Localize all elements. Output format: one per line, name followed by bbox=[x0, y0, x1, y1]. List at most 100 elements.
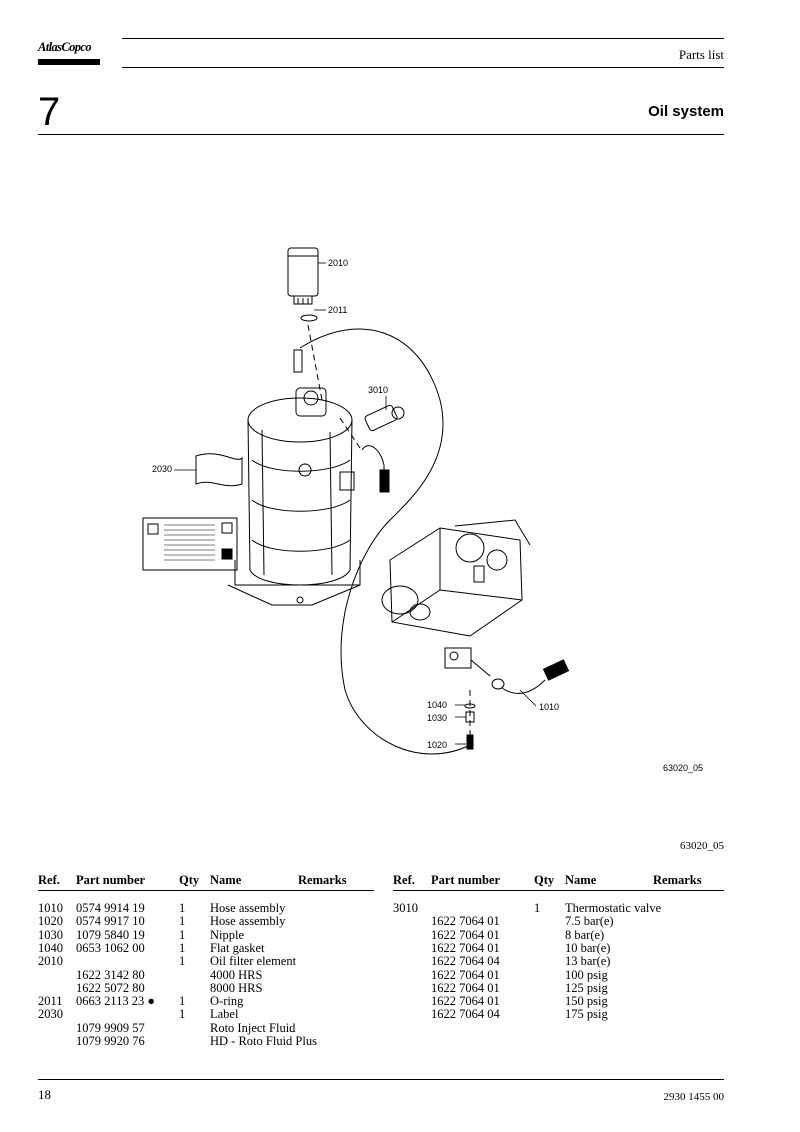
callout-2010: 2010 bbox=[328, 258, 348, 268]
name-cell: Roto Inject Fluid bbox=[210, 1020, 296, 1035]
part-number-cell: 1622 3142 80 bbox=[76, 967, 145, 982]
callout-2011: 2011 bbox=[328, 305, 347, 315]
name-cell: Thermostatic valve bbox=[565, 901, 662, 915]
header-ref: Ref. bbox=[38, 873, 60, 887]
header-qty: Qty bbox=[534, 873, 555, 887]
qty-cell: 1 bbox=[534, 901, 541, 915]
qty-cell: 1 bbox=[179, 901, 186, 915]
part-number-cell: 1622 7064 01 bbox=[431, 940, 500, 955]
ref-cell: 1040 bbox=[38, 940, 63, 955]
name-cell: 150 psig bbox=[565, 994, 608, 1009]
ref-cell: 2010 bbox=[38, 954, 63, 969]
qty-cell: 1 bbox=[179, 954, 186, 969]
o-ring bbox=[300, 314, 318, 322]
chapter-title: Oil system bbox=[648, 103, 724, 120]
label-2030 bbox=[142, 453, 243, 571]
name-cell: 8 bar(e) bbox=[565, 927, 605, 942]
name-cell: Hose assembly bbox=[210, 901, 286, 915]
name-cell: Label bbox=[210, 1007, 239, 1022]
table-row: 1622 7064 01 7.5 bar(e) bbox=[393, 914, 724, 929]
callout-1020: 1020 bbox=[427, 740, 447, 750]
table-row: 1010 0574 9914 19 1 Hose assembly bbox=[38, 901, 374, 915]
table-row: 1079 9909 57 Roto Inject Fluid bbox=[38, 1020, 374, 1035]
name-cell: 10 bar(e) bbox=[565, 940, 611, 955]
header-remarks: Remarks bbox=[653, 873, 702, 887]
part-number-cell: 1079 9920 76 bbox=[76, 1034, 145, 1048]
part-number-cell: 0574 9914 19 bbox=[76, 901, 145, 915]
document-number: 2930 1455 00 bbox=[663, 1091, 725, 1103]
oil-separator-vessel bbox=[227, 387, 361, 606]
oil-filter-element bbox=[287, 247, 319, 305]
header-bottom-rule bbox=[122, 67, 724, 68]
table-row: 1622 7064 01 10 bar(e) bbox=[393, 940, 724, 955]
ref-cell: 1010 bbox=[38, 901, 63, 915]
table-row: 1030 1079 5840 19 1 Nipple bbox=[38, 927, 374, 942]
logo-bar bbox=[38, 59, 100, 65]
table-row: 1622 7064 04 13 bar(e) bbox=[393, 954, 724, 969]
callout-1040: 1040 bbox=[427, 700, 447, 710]
figure-code: 63020_05 bbox=[680, 840, 724, 852]
oil-hose-long bbox=[299, 328, 471, 755]
callout-3010: 3010 bbox=[368, 385, 388, 395]
ref-cell: 2011 bbox=[38, 994, 63, 1009]
part-number-cell: 1622 5072 80 bbox=[76, 980, 145, 995]
header-part-number: Part number bbox=[76, 873, 146, 887]
part-number-cell: 1079 5840 19 bbox=[76, 927, 145, 942]
name-cell: Oil filter element bbox=[210, 954, 297, 969]
name-cell: 125 psig bbox=[565, 980, 608, 995]
name-cell: Nipple bbox=[210, 927, 245, 942]
qty-cell: 1 bbox=[179, 940, 186, 955]
header-qty: Qty bbox=[179, 873, 200, 887]
table-row: 1622 7064 01 150 psig bbox=[393, 994, 724, 1009]
chapter-rule bbox=[38, 134, 724, 135]
name-cell: O-ring bbox=[210, 994, 244, 1009]
name-cell: 4000 HRS bbox=[210, 967, 263, 982]
part-number-cell: 1622 7064 01 bbox=[431, 927, 500, 942]
header-ref: Ref. bbox=[393, 873, 415, 887]
name-cell: 13 bar(e) bbox=[565, 954, 611, 969]
table-header-rule bbox=[393, 890, 724, 891]
part-number-cell: 1622 7064 04 bbox=[431, 954, 500, 969]
name-cell: HD - Roto Fluid Plus bbox=[210, 1034, 317, 1048]
part-number-cell: 1622 7064 01 bbox=[431, 994, 500, 1009]
part-number-cell: 0653 1062 00 bbox=[76, 940, 145, 955]
name-cell: 100 psig bbox=[565, 967, 608, 982]
oil-fittings bbox=[444, 647, 570, 750]
header-name: Name bbox=[210, 873, 242, 887]
ref-cell: 1030 bbox=[38, 927, 63, 942]
name-cell: 7.5 bar(e) bbox=[565, 914, 614, 929]
qty-cell: 1 bbox=[179, 927, 186, 942]
logo-text: AtlasCopco bbox=[38, 40, 92, 54]
part-number-cell: 1622 7064 01 bbox=[431, 914, 500, 929]
top-nipple bbox=[293, 349, 303, 373]
callout-leaders bbox=[174, 262, 537, 745]
chapter-number: 7 bbox=[38, 90, 61, 134]
callout-2030: 2030 bbox=[152, 464, 172, 474]
table-row: 1622 7064 01 8 bar(e) bbox=[393, 927, 724, 942]
ref-cell: 2030 bbox=[38, 1007, 63, 1022]
ref-cell: 3010 bbox=[393, 901, 418, 915]
filter-axis-line bbox=[307, 324, 323, 401]
part-number-cell: 0574 9917 10 bbox=[76, 914, 145, 929]
table-row: 2030 1 Label bbox=[38, 1007, 374, 1022]
name-cell: 175 psig bbox=[565, 1007, 608, 1022]
valve-axis-line bbox=[339, 417, 361, 449]
table-row: 2010 1 Oil filter element bbox=[38, 954, 374, 969]
ref-cell: 1020 bbox=[38, 914, 63, 929]
header-remarks: Remarks bbox=[298, 873, 347, 887]
part-number-cell: 1079 9909 57 bbox=[76, 1020, 145, 1035]
name-cell: Hose assembly bbox=[210, 914, 286, 929]
qty-cell: 1 bbox=[179, 1007, 186, 1022]
callout-1030: 1030 bbox=[427, 713, 447, 723]
header-part-number: Part number bbox=[431, 873, 501, 887]
qty-cell: 1 bbox=[179, 994, 186, 1009]
table-row: 1079 9920 76 HD - Roto Fluid Plus bbox=[38, 1034, 374, 1048]
